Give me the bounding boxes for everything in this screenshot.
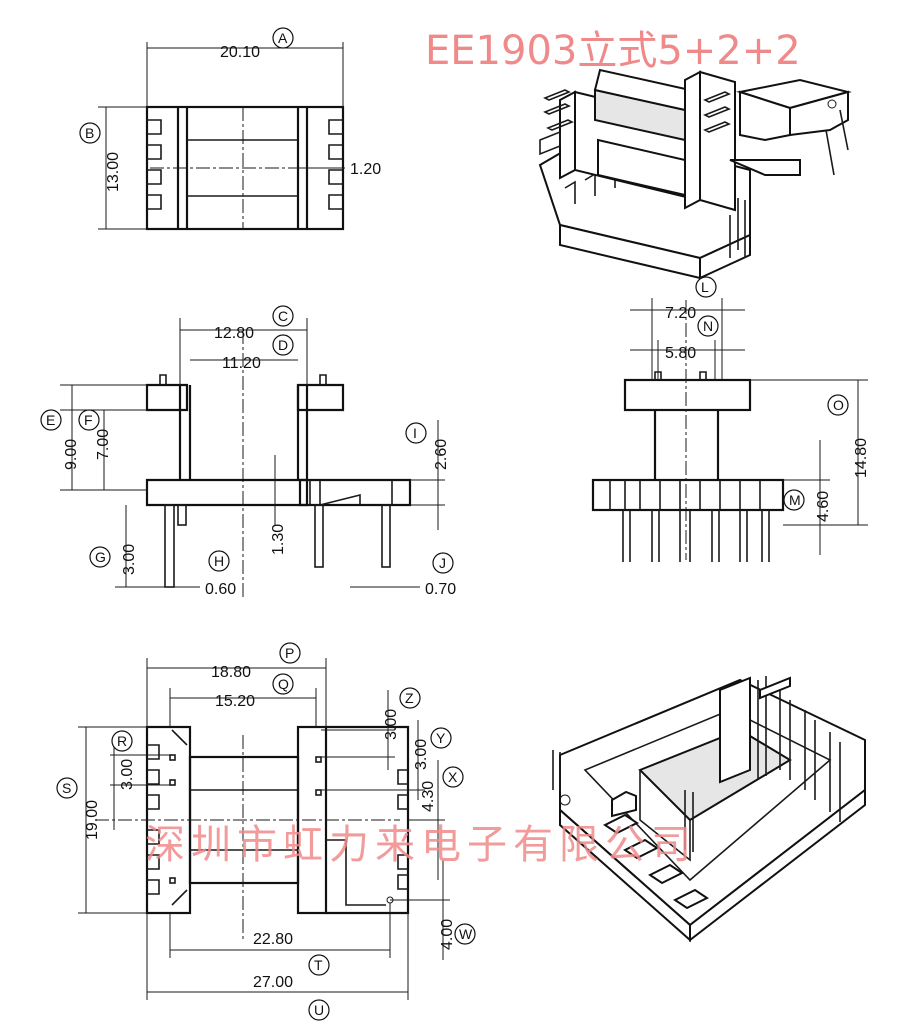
dim-x-value: 4.30: [420, 781, 437, 812]
dim-r-value: 3.00: [119, 759, 136, 790]
dim-h-value: 0.60: [205, 581, 236, 598]
dim-n-value: 5.80: [665, 345, 696, 362]
dim-g-marker: [89, 546, 111, 568]
dim-f-value: 7.00: [95, 429, 112, 460]
dim-u-marker: [308, 999, 330, 1021]
dim-x-marker: [442, 766, 464, 788]
isometric-view-top: [538, 68, 852, 280]
dim-h2-value: 1.30: [270, 524, 287, 555]
dim-c-value: 12.80: [214, 325, 254, 342]
dim-q-letter: Q: [278, 676, 289, 692]
dim-z-letter: Z: [405, 690, 414, 706]
dim-d-value: 11.20: [222, 355, 261, 372]
dim-e-marker: [40, 409, 62, 431]
dim-b2-value: 1.20: [350, 161, 381, 178]
dim-i-marker: [405, 422, 427, 444]
dim-g-value: 3.00: [121, 544, 138, 575]
front-view: 12.80 C 11.20 D 9.00 7.00 E F 3.00 G 0.6…: [40, 305, 456, 600]
dim-g-letter: G: [95, 549, 106, 565]
dim-i-value: 2.60: [433, 439, 450, 470]
dim-h-letter: H: [214, 553, 224, 569]
dim-r-marker: [111, 730, 133, 752]
dim-q-marker: [272, 673, 294, 695]
side-view: 7.20 L 5.80 N 14.80 O 4.60 M: [591, 276, 870, 562]
isometric-view-bottom: [552, 676, 866, 943]
dim-h-marker: [208, 550, 230, 572]
dim-l-letter: L: [701, 279, 709, 295]
dim-u-value: 27.00: [253, 974, 293, 991]
dim-y-marker: [430, 727, 452, 749]
dim-x-letter: X: [448, 769, 458, 785]
dim-p-marker: [279, 642, 301, 664]
product-title: EE1903立式5+2+2: [425, 28, 801, 74]
dim-n-marker: [697, 315, 719, 337]
dim-d-letter: D: [278, 337, 288, 353]
dim-p-value: 18.80: [211, 664, 251, 681]
dim-p-letter: P: [285, 645, 294, 661]
bottom-view: 18.80 P 15.20 Q 3.00 R 19.00 S 3.00 Z: [56, 642, 476, 1021]
dim-s-value: 19.00: [84, 800, 101, 840]
dim-e-value: 9.00: [63, 439, 80, 470]
dim-w-value: 4.00: [439, 919, 456, 950]
dim-n-letter: N: [703, 318, 713, 334]
dim-m-letter: M: [789, 492, 801, 508]
top-view: 20.10 A 13.00 B 1.20: [79, 27, 381, 231]
dim-z-marker: [399, 687, 421, 709]
dim-d-marker: [272, 334, 294, 356]
dim-t-value: 22.80: [253, 931, 293, 948]
dim-f-marker: [78, 409, 100, 431]
dim-e-letter: E: [46, 412, 55, 428]
dim-j-value: 0.70: [425, 581, 456, 598]
dim-f-letter: F: [84, 412, 93, 428]
dim-t-marker: [308, 954, 330, 976]
dim-b-value: 13.00: [105, 152, 122, 192]
dim-b-letter: B: [85, 125, 94, 141]
dim-i-letter: I: [413, 425, 417, 441]
dim-l-marker: [695, 276, 717, 298]
dim-s-marker: [56, 777, 78, 799]
company-watermark: 深圳市虹力来电子有限公司: [145, 822, 697, 868]
dim-o-letter: O: [833, 397, 844, 413]
dim-w-letter: W: [459, 926, 473, 942]
dim-c-marker: [272, 305, 294, 327]
dim-l-value: 7.20: [665, 305, 696, 322]
dim-s-letter: S: [62, 780, 71, 796]
dim-j-letter: J: [439, 555, 446, 571]
dim-m-marker: [783, 489, 805, 511]
dim-j-marker: [432, 552, 454, 574]
dim-q-value: 15.20: [215, 693, 255, 710]
dim-t-letter: T: [314, 957, 323, 973]
dim-w-marker: [454, 923, 476, 945]
dim-m-value: 4.60: [815, 491, 832, 522]
dim-o-value: 14.80: [853, 438, 870, 478]
dim-a-marker: [272, 27, 294, 49]
dim-y-value: 3.00: [413, 739, 430, 770]
dim-z-value: 3.00: [383, 709, 400, 740]
dim-b-marker: [79, 122, 101, 144]
dim-c-letter: C: [278, 308, 288, 324]
dim-y-letter: Y: [436, 730, 446, 746]
dim-r-letter: R: [117, 733, 127, 749]
dim-a-value: 20.10: [220, 44, 260, 61]
dim-u-letter: U: [314, 1002, 324, 1018]
dim-a-letter: A: [278, 30, 288, 46]
dim-o-marker: [827, 394, 849, 416]
